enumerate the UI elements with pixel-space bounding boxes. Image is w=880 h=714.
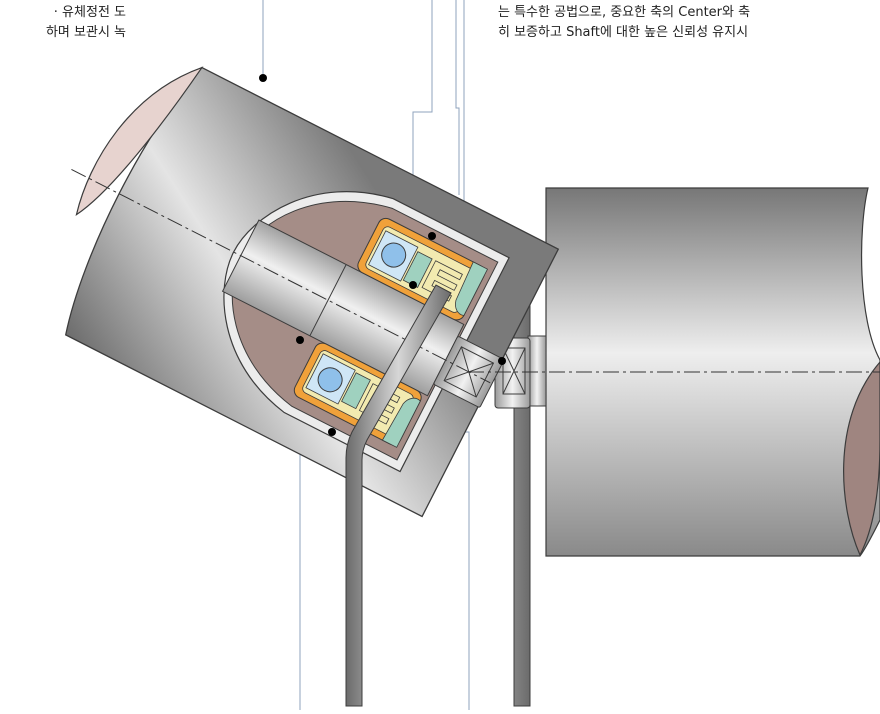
callout-dot [498,357,506,365]
bearing-ball [381,242,407,268]
hub-collar [527,335,547,407]
supply-pipe [345,284,452,707]
caption-left: · 유체정전 도 하며 보관시 녹 [0,3,126,43]
caption-left-line: · 유체정전 도 [53,5,126,20]
seal-housing-assembly [64,66,560,518]
coupling-cross [502,347,526,395]
seal-face-ring [381,397,421,448]
upper-seal-pack [357,217,489,321]
housing-end-face [75,66,204,216]
caption-right-line: 히 보증하고 Shaft에 대한 높은 신뢰성 유지시 [498,25,749,40]
bearing-ball [317,367,343,393]
leader-line [455,0,460,195]
seal-spacer [341,372,371,410]
caption-left-line: 하며 보관시 녹 [45,25,126,40]
callout-dot [259,74,267,82]
callout-dot [428,232,436,240]
shaft-step [309,264,347,337]
seal-face-ring [455,261,489,316]
callout-dot [409,281,417,289]
callout-dot [296,336,304,344]
coupling-square [502,347,526,395]
caption-right: 는 특수한 공법으로, 중요한 축의 Center와 축 히 보증하고 Shaf… [498,3,750,43]
caption-right-line: 는 특수한 공법으로, 중요한 축의 Center와 축 [498,5,751,20]
callout-dot [328,428,336,436]
cylinder-end-face [843,361,880,557]
callout-dots [259,74,506,436]
